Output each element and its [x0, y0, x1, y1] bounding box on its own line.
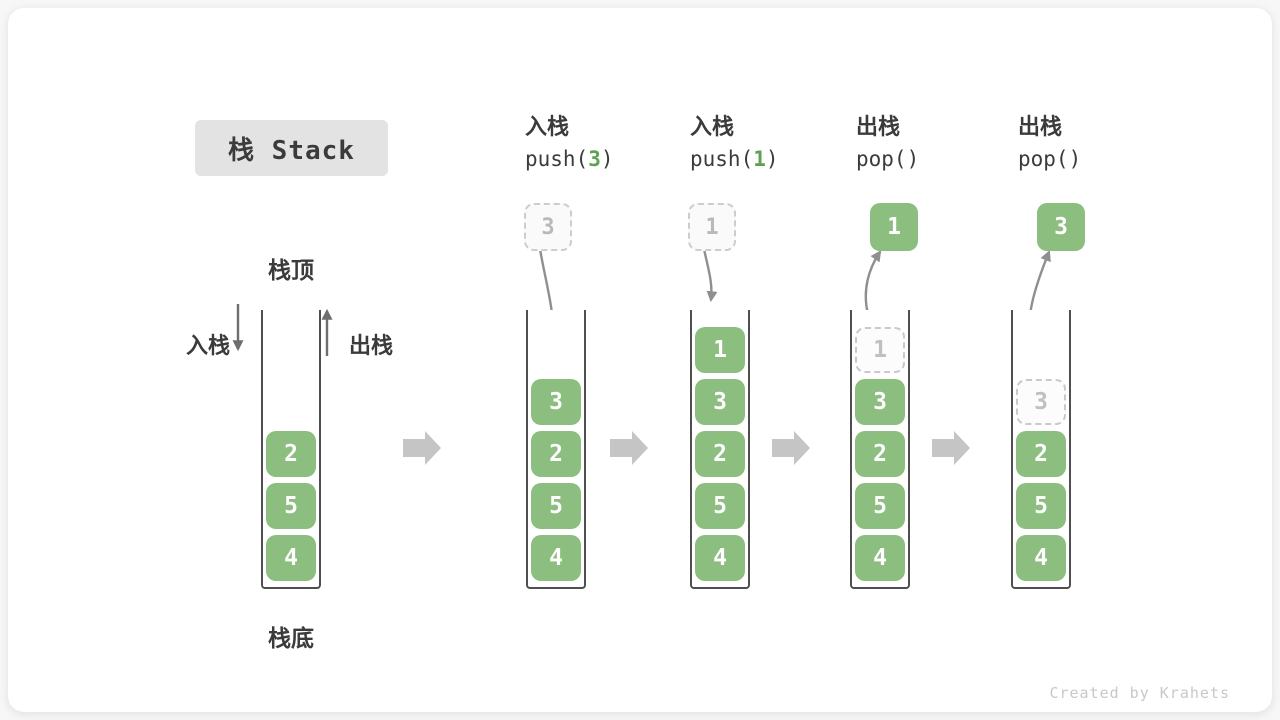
- stack-cell-ghost: 3: [1016, 379, 1066, 425]
- push-side-label: 入栈: [185, 333, 230, 358]
- stack-after-push-1: 1 3 2 5 4: [690, 310, 750, 589]
- stack-cell: 5: [1016, 483, 1066, 529]
- pop-1-curve-arrow-icon: [864, 250, 882, 315]
- op-code: push(1): [690, 147, 779, 171]
- stack-cell: 4: [266, 535, 316, 581]
- stack-initial: 2 5 4: [261, 310, 321, 589]
- incoming-value-box: 1: [688, 203, 736, 251]
- stack-cell: 5: [531, 483, 581, 529]
- op-label: 入栈: [690, 114, 735, 139]
- stack-after-pop-1: 1 3 2 5 4: [850, 310, 910, 589]
- transition-arrow-icon: [772, 431, 810, 465]
- stack-cell: 4: [855, 535, 905, 581]
- op-code: push(3): [525, 147, 614, 171]
- op-header-pop-3: 出栈 pop(): [1018, 112, 1198, 176]
- incoming-value-box: 3: [524, 203, 572, 251]
- stack-cell: 3: [695, 379, 745, 425]
- page-title: 栈 Stack: [195, 120, 388, 176]
- stack-bottom-label: 栈底: [268, 625, 314, 651]
- stack-cell: 4: [695, 535, 745, 581]
- transition-arrow-icon: [932, 431, 970, 465]
- stack-cell: 2: [531, 431, 581, 477]
- op-label: 入栈: [525, 114, 570, 139]
- stack-cell: 5: [695, 483, 745, 529]
- watermark: Created by Krahets: [1049, 684, 1230, 702]
- stack-top-label: 栈顶: [268, 257, 314, 283]
- op-code: pop(): [856, 147, 920, 171]
- stack-cell: 5: [266, 483, 316, 529]
- push-1-curve-arrow-icon: [702, 248, 718, 303]
- stack-after-pop-3: 3 2 5 4: [1011, 310, 1071, 589]
- diagram-canvas: 栈 Stack 入栈 push(3) 入栈 push(1) 出栈 pop() 出…: [8, 8, 1272, 712]
- stack-after-push-3: 3 2 5 4: [526, 310, 586, 589]
- popped-value-box: 3: [1037, 203, 1085, 251]
- stack-cell: 3: [855, 379, 905, 425]
- stack-cell: 4: [1016, 535, 1066, 581]
- transition-arrow-icon: [610, 431, 648, 465]
- stack-cell-ghost: 1: [855, 327, 905, 373]
- popped-value-box: 1: [870, 203, 918, 251]
- stack-cell: 4: [531, 535, 581, 581]
- stack-cell: 2: [1016, 431, 1066, 477]
- stack-cell: 2: [695, 431, 745, 477]
- op-header-push-3: 入栈 push(3): [525, 112, 705, 176]
- op-label: 出栈: [856, 114, 901, 139]
- op-header-pop-1: 出栈 pop(): [856, 112, 1036, 176]
- stack-cell: 5: [855, 483, 905, 529]
- stack-cell: 3: [531, 379, 581, 425]
- stack-cell: 1: [695, 327, 745, 373]
- op-arg: 1: [753, 147, 766, 171]
- op-code: pop(): [1018, 147, 1082, 171]
- op-label: 出栈: [1018, 114, 1063, 139]
- stack-cell: 2: [266, 431, 316, 477]
- pop-side-label: 出栈: [349, 333, 394, 358]
- transition-arrow-icon: [403, 431, 441, 465]
- stack-cell: 2: [855, 431, 905, 477]
- op-header-push-1: 入栈 push(1): [690, 112, 870, 176]
- op-arg: 3: [588, 147, 601, 171]
